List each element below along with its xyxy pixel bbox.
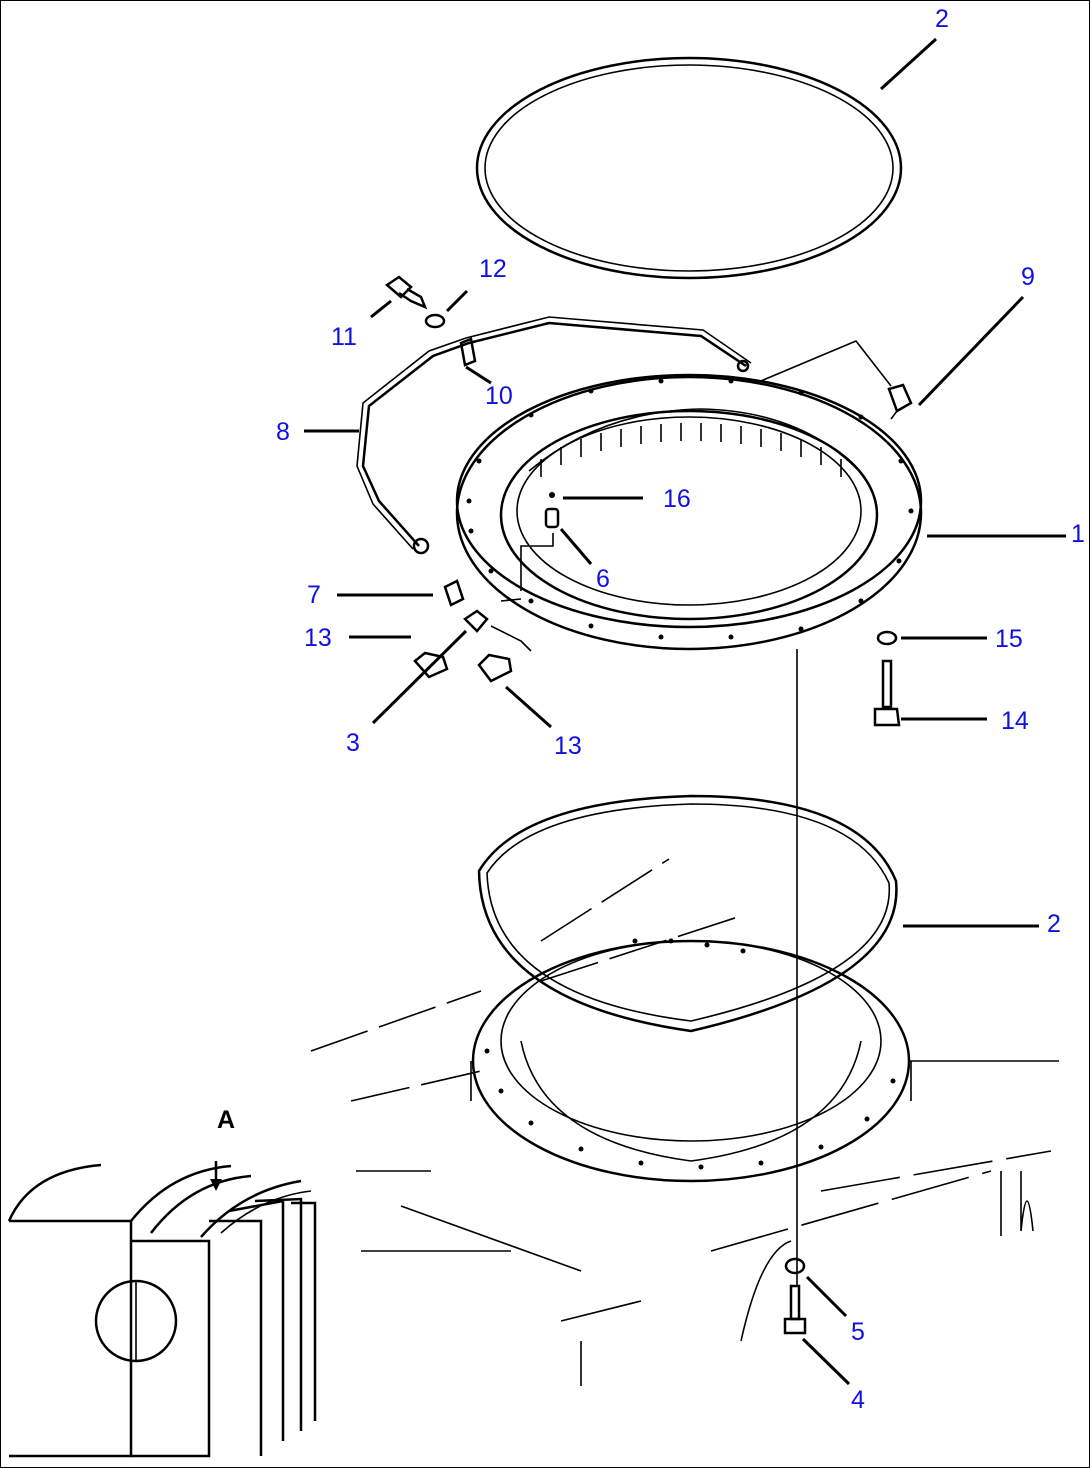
- callout-10: 10: [485, 382, 513, 410]
- callout-14: 14: [1001, 707, 1029, 735]
- mounting-bolt-inner: [783, 1257, 807, 1335]
- revolving-frame-mount: [310, 858, 1059, 1386]
- callout-6: 6: [596, 565, 610, 593]
- clamp: [459, 337, 477, 367]
- washer: [424, 313, 446, 329]
- callout-3: 3: [346, 729, 360, 757]
- callout-2-lower: 2: [1047, 910, 1061, 938]
- upper-seal-ring: [475, 56, 903, 280]
- callout-labels: 2 9 1 12 11 10 8 16 6 7 13 3 13 15 14 2 …: [217, 5, 1085, 1414]
- view-a-label: A: [217, 1106, 235, 1134]
- grease-tube: [356, 316, 892, 555]
- callout-16: 16: [663, 485, 691, 513]
- callout-11: 11: [331, 323, 357, 351]
- callout-15: 15: [995, 625, 1023, 653]
- grease-fitting-group: [413, 492, 560, 683]
- callout-4: 4: [851, 1386, 865, 1414]
- swing-circle-bearing: [455, 373, 923, 651]
- callout-1: 1: [1071, 520, 1085, 548]
- callout-7: 7: [307, 581, 321, 609]
- leader-lines: [304, 37, 1066, 1386]
- callout-13-lower: 13: [554, 732, 582, 760]
- callout-13-left: 13: [304, 624, 332, 652]
- bolt: [384, 275, 428, 310]
- callout-8: 8: [276, 418, 290, 446]
- callout-12: 12: [479, 255, 507, 283]
- callout-9: 9: [1021, 263, 1035, 291]
- mounting-bolt-outer: [873, 630, 901, 727]
- lower-seal-ring: [477, 794, 898, 1033]
- callout-2-upper: 2: [935, 5, 949, 33]
- inset-view-a: [7, 1161, 317, 1458]
- elbow-fitting: [887, 383, 913, 420]
- callout-5: 5: [851, 1318, 865, 1346]
